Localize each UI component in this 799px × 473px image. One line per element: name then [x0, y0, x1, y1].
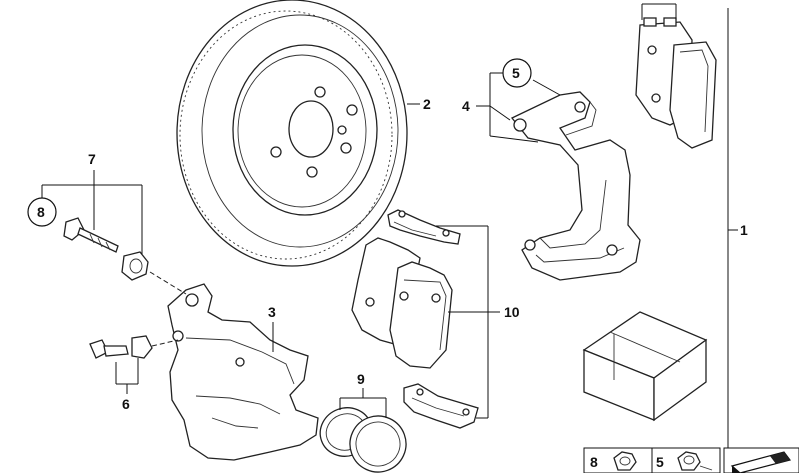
caliper-carrier[interactable] [510, 91, 641, 281]
legend-strip: 8 5 [583, 447, 799, 473]
callout-10: 10 [504, 304, 520, 320]
brake-pads[interactable] [351, 237, 453, 369]
anti-rattle-clip-bottom[interactable] [403, 383, 479, 429]
callout-5-circle: 5 [502, 58, 532, 88]
callout-8: 8 [37, 204, 45, 220]
nut-icon [613, 451, 637, 471]
brake-pad-set-top[interactable] [635, 17, 717, 149]
callout-4: 4 [462, 98, 470, 114]
callout-1: 1 [740, 222, 748, 238]
legend-item-8-label: 8 [590, 454, 598, 470]
anti-rattle-clip-top[interactable] [387, 209, 461, 245]
legend-item-5-label: 5 [656, 454, 664, 470]
callout-2: 2 [423, 96, 431, 112]
callout-9: 9 [357, 371, 365, 387]
brake-caliper[interactable] [167, 283, 319, 461]
piston-seal-rings[interactable] [313, 401, 414, 473]
callout-3: 3 [268, 304, 276, 320]
packaging-box [582, 311, 708, 422]
leader-lines [41, 3, 738, 450]
wedge-icon [730, 451, 792, 473]
bolt-head-icon [677, 451, 713, 471]
callout-6: 6 [122, 396, 130, 412]
brake-disc[interactable] [176, 0, 408, 267]
bleed-screw[interactable] [89, 335, 179, 359]
callout-5: 5 [512, 65, 520, 81]
callout-7: 7 [88, 151, 96, 167]
callout-8-circle: 8 [27, 197, 57, 227]
guide-bolt[interactable] [63, 217, 187, 295]
